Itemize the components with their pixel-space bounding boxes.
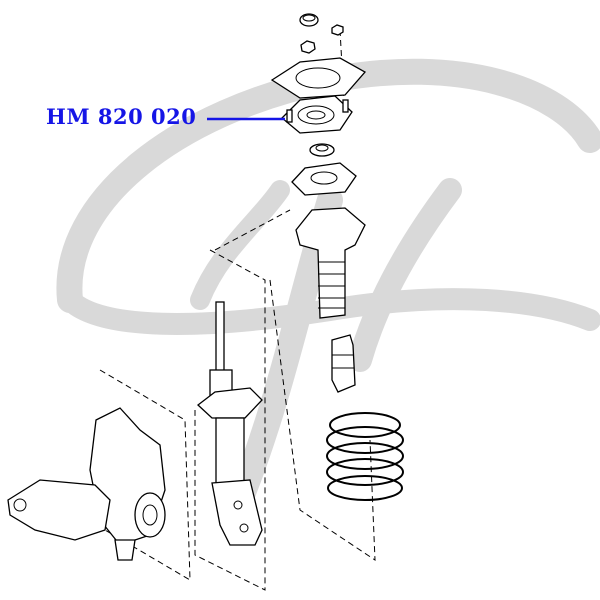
bump-stopper xyxy=(331,334,356,393)
part-number-label: HM 820 020 xyxy=(46,104,197,129)
dust-cap xyxy=(299,13,319,27)
mount-gasket xyxy=(270,57,367,99)
mount-nuts xyxy=(300,24,344,54)
upper-spring-seat xyxy=(291,162,357,196)
coil-spring xyxy=(326,412,404,501)
dust-boot xyxy=(295,207,366,319)
shock-absorber xyxy=(196,301,263,546)
strut-top-mount xyxy=(281,95,353,134)
lower-control-arm xyxy=(7,479,136,561)
bearing-ring xyxy=(309,143,335,157)
